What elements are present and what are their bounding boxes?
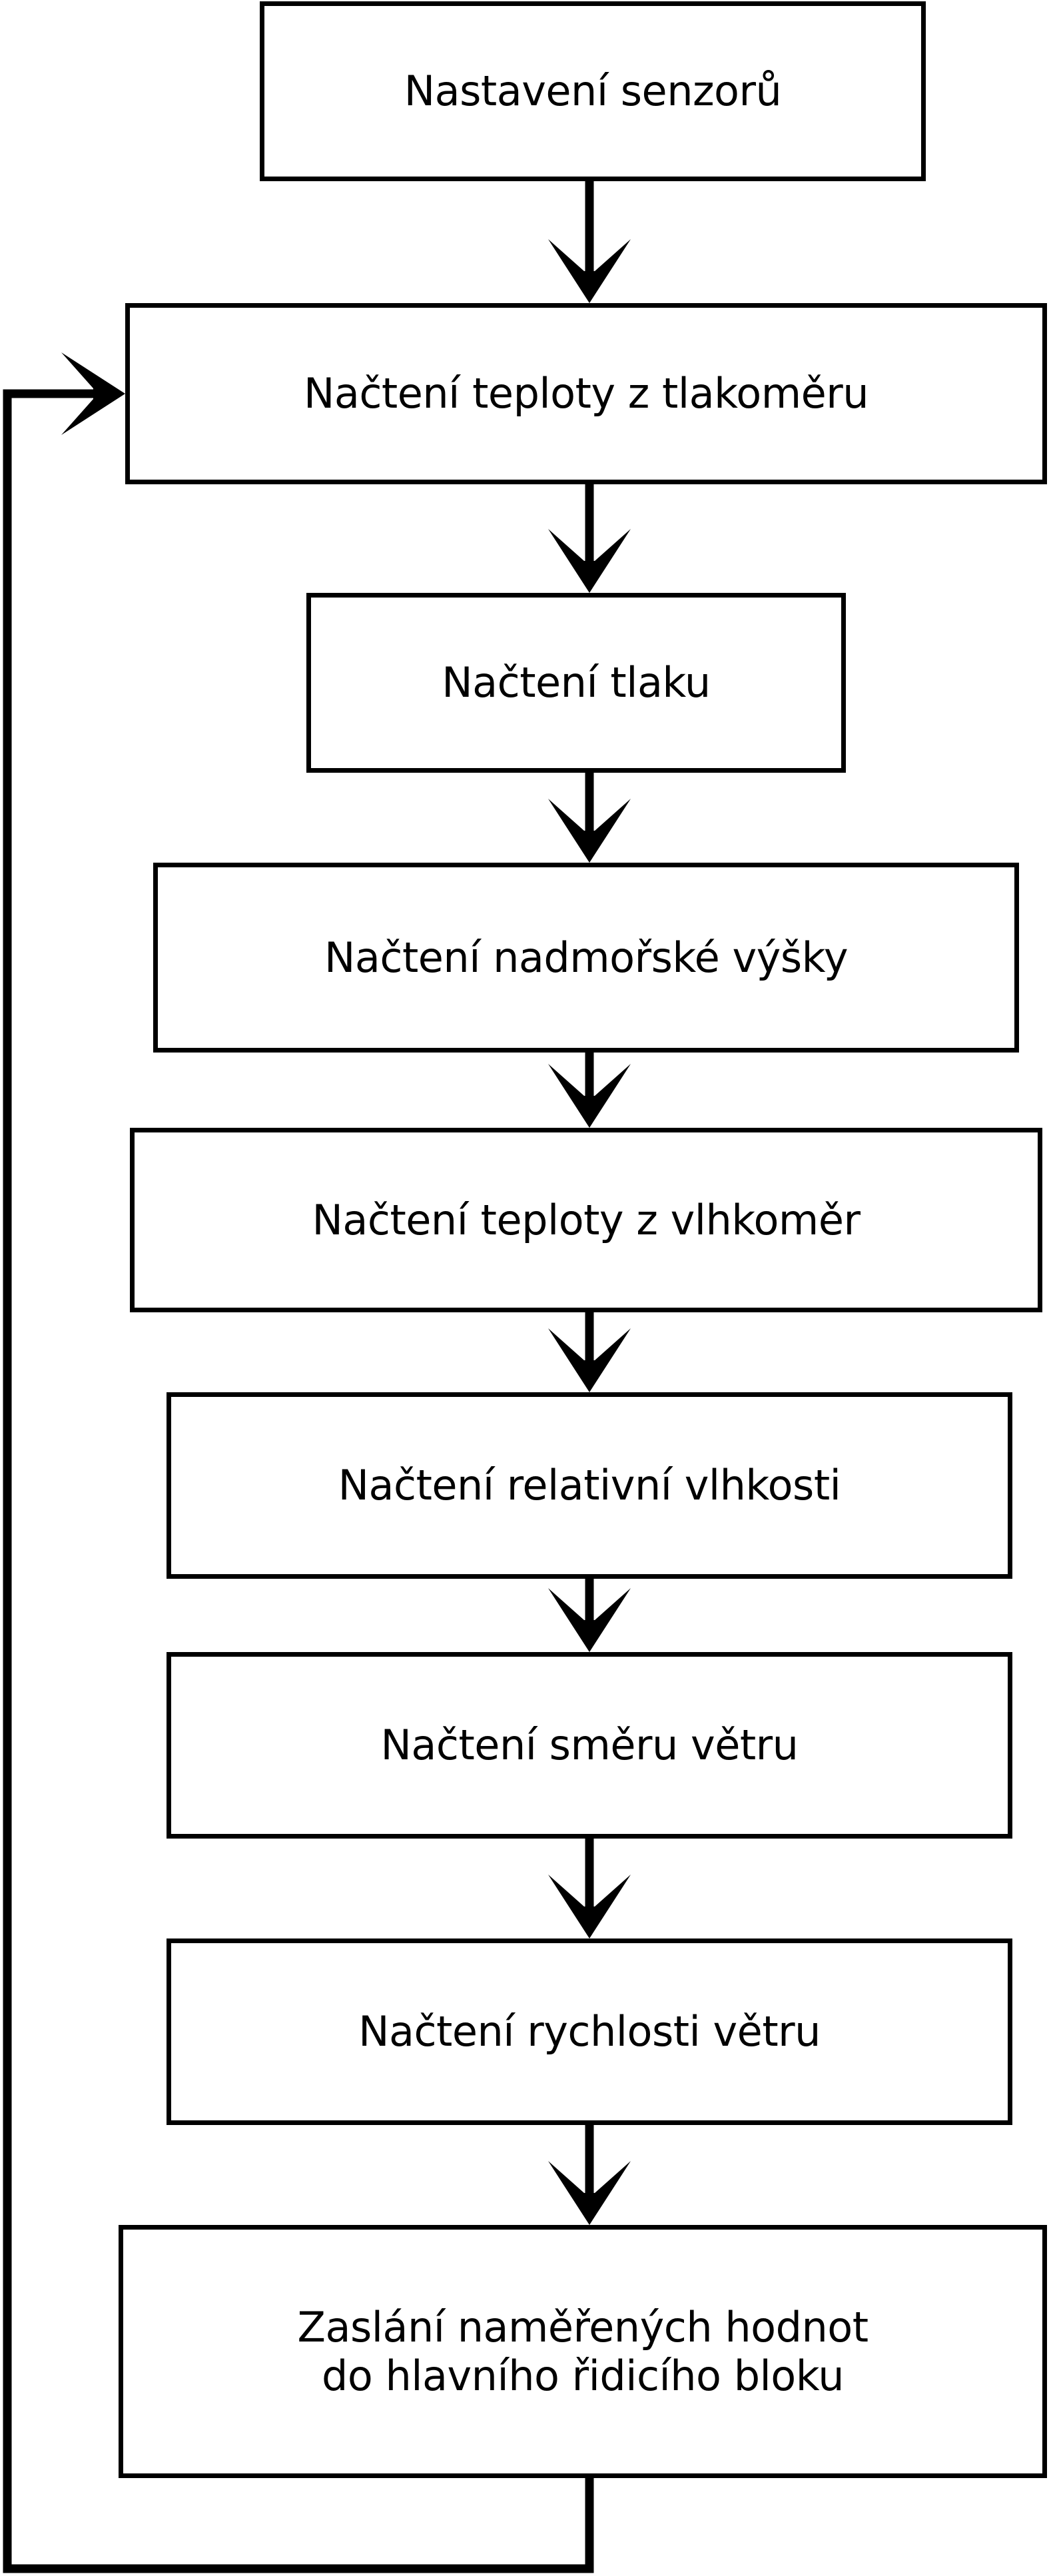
edge-nastaveni-to-tlakomer [548, 181, 631, 303]
node-nacteni-teploty-z-vlhkomer[interactable]: Načtení teploty z vlhkoměr [130, 1128, 1042, 1312]
node-nastaveni-senzoru[interactable]: Nastavení senzorů [260, 1, 926, 181]
node-nacteni-nadmorske-vysky[interactable]: Načtení nadmořské výšky [153, 863, 1019, 1053]
node-label: Nastavení senzorů [404, 67, 782, 116]
node-nacteni-smeru-vetru[interactable]: Načtení směru větru [167, 1652, 1012, 1839]
node-label: Načtení relativní vlhkosti [338, 1461, 841, 1510]
node-nacteni-tlaku[interactable]: Načtení tlaku [306, 593, 846, 773]
node-label: Načtení teploty z tlakoměru [303, 369, 869, 418]
node-label: Načtení teploty z vlhkoměr [312, 1195, 861, 1244]
node-nacteni-relativni-vlhkosti[interactable]: Načtení relativní vlhkosti [167, 1392, 1012, 1579]
edge-vlhkomer-to-relativni-vlhkost [548, 1312, 631, 1392]
node-nacteni-rychlosti-vetru[interactable]: Načtení rychlosti větru [167, 1938, 1012, 2125]
edge-rychlost-vetru-to-zaslani [548, 2125, 631, 2225]
edge-tlak-to-nadmorska-vyska [548, 773, 631, 863]
node-label: Načtení tlaku [442, 658, 711, 707]
node-nacteni-teploty-z-tlakomeru[interactable]: Načtení teploty z tlakoměru [125, 303, 1047, 484]
edge-relativni-vlhkost-to-smer-vetru [548, 1579, 631, 1652]
edge-tlakomer-to-tlak [548, 484, 631, 593]
edge-nadmorska-vyska-to-vlhkomer [548, 1053, 631, 1128]
edge-feedback-loop-to-tlakomer [3, 352, 594, 2573]
node-label: Načtení směru větru [380, 1721, 799, 1770]
node-label: Zaslání naměřených hodnot do hlavního ři… [297, 2302, 869, 2400]
node-zaslani-namerenych-hodnot[interactable]: Zaslání naměřených hodnot do hlavního ři… [119, 2225, 1047, 2478]
node-label: Načtení rychlosti větru [358, 2007, 821, 2056]
edge-smer-vetru-to-rychlost-vetru [548, 1839, 631, 1938]
node-label: Načtení nadmořské výšky [324, 933, 849, 982]
